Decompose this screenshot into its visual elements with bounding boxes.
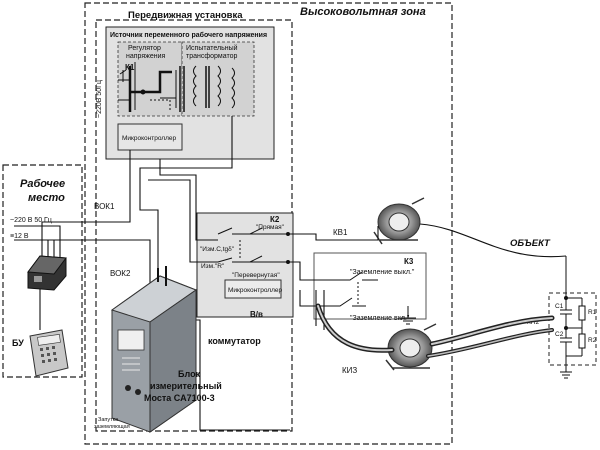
inverted-label: "Перевернутая": [232, 272, 280, 279]
commutator-block: [196, 212, 294, 318]
bridge-device: [110, 266, 198, 433]
workplace-mains-label: ~220 В 50 Гц: [10, 217, 52, 224]
c2-label: C2: [555, 331, 564, 338]
bridge-label-line2: измерительный: [150, 381, 222, 391]
vok1-line: [41, 150, 131, 258]
vok1-label: ВОК1: [94, 202, 115, 211]
k3-switch-contacts: [326, 271, 416, 325]
kiz-label: КИЗ: [342, 366, 357, 375]
hv-cables: [315, 303, 555, 358]
source-microcontroller: [117, 123, 183, 151]
ground-off-label: "Заземление выкл.": [350, 269, 415, 276]
bridge-label-line3: Моста СА7100-3: [144, 393, 215, 403]
r2-label: R2: [588, 337, 597, 344]
regulator-label-line2: напряжения: [126, 53, 166, 60]
r1-label: R1: [588, 309, 597, 316]
mobile-unit-title: Передвижная установка: [128, 10, 243, 21]
high-voltage-zone-title: Высоковольтная зона: [300, 6, 426, 18]
commutator-microcontroller-label: Микроконтроллер: [228, 287, 283, 294]
object-circuit: [560, 256, 586, 379]
ground-clamp-label-line1: Запутка: [98, 417, 119, 423]
control-unit-bu: [29, 329, 69, 377]
cable-reel-kv1: [373, 197, 425, 245]
workplace-dc-label: ≡12 В: [10, 233, 29, 240]
commutator-microcontroller: [224, 279, 282, 299]
direct-label: "Прямая": [256, 224, 285, 231]
ground-on-label: "Заземление вкл.": [350, 315, 410, 322]
high-voltage-zone-border: [84, 2, 453, 445]
workplace-title-line1: Рабочее: [20, 178, 65, 190]
bridge-label-line1: Блок: [178, 369, 201, 379]
bu-label: БУ: [12, 338, 24, 348]
object-title: ОБЪЕКТ: [510, 238, 551, 249]
mains-220-label: ~220В 50Гц: [96, 80, 103, 118]
transformer-label-line2: трансформатор: [186, 53, 237, 60]
workplace-border: [2, 164, 83, 378]
c1-label: C1: [555, 303, 564, 310]
regulator-label-line1: Регулятор: [128, 45, 161, 52]
voltage-source-title: Источник переменного рабочего напряжения: [110, 31, 267, 39]
hv-label: В/в: [250, 310, 263, 319]
k3-label: К3: [404, 257, 414, 266]
k3-block: [313, 252, 427, 320]
source-microcontroller-label: Микроконтроллер: [122, 135, 177, 142]
meas-ctg-label: "Изм.С,tgδ": [200, 246, 235, 253]
k2-switch-contacts: [217, 227, 290, 264]
workplace-title-line2: место: [28, 192, 65, 204]
kp2-label: КП2: [527, 319, 539, 326]
regulator-transformer-schematic: [118, 62, 235, 112]
cable-reel-kiz: [385, 323, 437, 371]
object-border: [548, 292, 597, 366]
k2-label: К2: [270, 215, 280, 224]
meas-r-label: Изм."R": [201, 263, 225, 270]
commutator-name: коммутатор: [208, 336, 261, 346]
vok2-line: [47, 239, 151, 290]
transformer-label-line1: Испытательный: [186, 44, 238, 52]
vok2-label: ВОК2: [110, 269, 131, 278]
converter-device: [27, 255, 67, 291]
kv1-label: КВ1: [333, 228, 348, 237]
ground-clamp-label-line2: заземляющая: [94, 424, 130, 430]
